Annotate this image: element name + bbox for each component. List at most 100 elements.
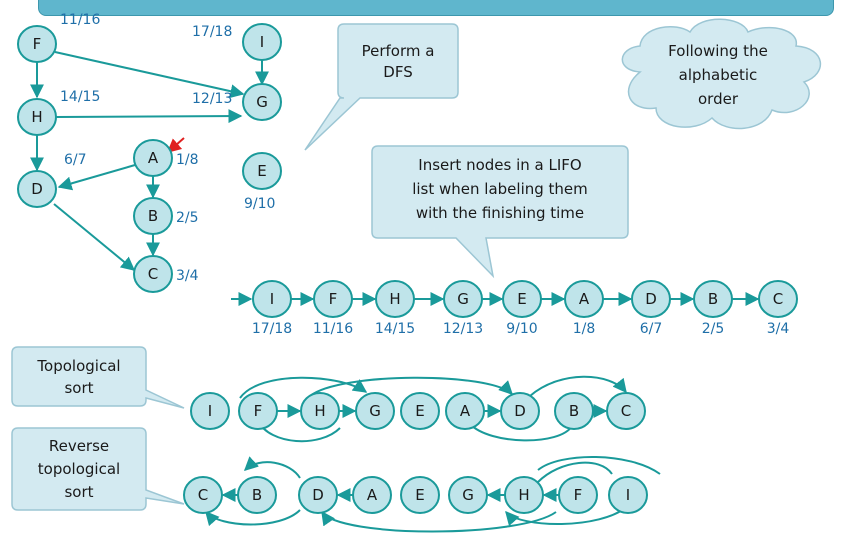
topo-node-a: A	[445, 392, 485, 430]
rev-node-h: H	[504, 476, 544, 514]
topo-node-c: C	[606, 392, 646, 430]
lifo-time-a: 1/8	[573, 321, 596, 337]
node-f: F	[17, 25, 57, 63]
lifo-node-label: I	[270, 290, 274, 308]
lifo-node-label: G	[457, 290, 469, 308]
callout-lifo-line1: Insert nodes in a LIFO	[418, 156, 581, 174]
node-e: E	[242, 152, 282, 190]
rev-node-label: A	[367, 486, 378, 504]
lifo-node-c: C	[758, 280, 798, 318]
node-d: D	[17, 170, 57, 208]
topo-node-b: B	[554, 392, 594, 430]
topo-node-i: I	[190, 392, 230, 430]
lifo-node-label: C	[773, 290, 783, 308]
lifo-time-f: 11/16	[313, 321, 353, 337]
callout-reverse: Reverse topological sort	[11, 427, 185, 511]
topo-node-label: E	[415, 402, 424, 420]
rev-node-b: B	[237, 476, 277, 514]
node-a-label: A	[148, 149, 159, 167]
rev-node-label: D	[312, 486, 324, 504]
topo-node-label: I	[208, 402, 212, 420]
callout-cloud-line3: order	[698, 90, 739, 108]
lifo-node-h: H	[375, 280, 415, 318]
lifo-node-label: B	[708, 290, 718, 308]
topo-node-label: F	[254, 402, 263, 420]
lifo-node-label: A	[579, 290, 590, 308]
rev-node-label: F	[574, 486, 583, 504]
edge-f-g	[54, 51, 245, 99]
topo-node-h: H	[300, 392, 340, 430]
callout-cloud-line1: Following the	[668, 42, 768, 60]
edge-h-g	[55, 109, 243, 124]
node-d-label: D	[31, 180, 43, 198]
lifo-node-label: D	[645, 290, 657, 308]
rev-node-d: D	[298, 476, 338, 514]
rev-node-a: A	[352, 476, 392, 514]
callout-cloud: Following the alphabetic order	[621, 18, 821, 130]
rev-edge-d-b	[243, 456, 301, 479]
lifo-node-e: E	[502, 280, 542, 318]
lifo-time-h: 14/15	[375, 321, 415, 337]
rev-edge-g-i	[537, 456, 661, 475]
lifo-time-c: 3/4	[767, 321, 790, 337]
node-f-time: 11/16	[60, 12, 100, 28]
node-e-label: E	[257, 162, 266, 180]
dfs-graph: F 11/16 I 17/18 G 12/13 H 14/15 A 1/8 D …	[17, 12, 282, 293]
topo-edge-h-d	[309, 376, 513, 397]
lifo-time-i: 17/18	[252, 321, 292, 337]
lifo-node-b: B	[693, 280, 733, 318]
lifo-time-d: 6/7	[640, 321, 663, 337]
rev-node-label: H	[518, 486, 529, 504]
topo-edge-a-b	[469, 423, 573, 442]
node-b-time: 2/5	[176, 210, 199, 226]
node-g: G	[242, 83, 282, 121]
callout-lifo: Insert nodes in a LIFO list when labelin…	[371, 145, 629, 279]
rev-edge-d-c	[205, 509, 301, 527]
node-b: B	[133, 197, 173, 235]
lifo-time-b: 2/5	[702, 321, 725, 337]
rev-edge-h-d	[321, 510, 557, 533]
node-c-time: 3/4	[176, 268, 199, 284]
node-g-label: G	[256, 93, 268, 111]
topo-node-g: G	[355, 392, 395, 430]
title-banner	[38, 0, 834, 16]
topo-node-e: E	[400, 392, 440, 430]
node-b-label: B	[148, 207, 158, 225]
rev-node-label: G	[462, 486, 474, 504]
topo-node-label: A	[460, 402, 471, 420]
topo-node-label: C	[621, 402, 631, 420]
callout-lifo-line3: with the finishing time	[416, 204, 584, 222]
rev-node-g: G	[448, 476, 488, 514]
callout-dfs: Perform a DFS	[304, 23, 459, 151]
topo-node-d: D	[500, 392, 540, 430]
rev-node-f: F	[558, 476, 598, 514]
callout-dfs-line2: DFS	[383, 63, 412, 81]
topo-node-label: B	[569, 402, 579, 420]
node-d-time: 6/7	[64, 152, 87, 168]
topo-edge-f-g	[239, 376, 368, 399]
topo-node-label: H	[314, 402, 325, 420]
topo-node-f: F	[238, 392, 278, 430]
rev-edge-f-g	[505, 505, 629, 527]
rev-node-label: E	[415, 486, 424, 504]
node-a: A	[133, 139, 173, 177]
node-i-time: 17/18	[192, 24, 232, 40]
lifo-node-a: A	[564, 280, 604, 318]
rev-node-label: I	[626, 486, 630, 504]
topo-node-label: D	[514, 402, 526, 420]
lifo-time-g: 12/13	[443, 321, 483, 337]
rev-node-c: C	[183, 476, 223, 514]
rev-edge-h-g	[537, 461, 613, 483]
lifo-node-i: I	[252, 280, 292, 318]
node-f-label: F	[33, 35, 42, 53]
node-a-time: 1/8	[176, 152, 199, 168]
lifo-node-label: E	[517, 290, 526, 308]
rev-node-label: B	[252, 486, 262, 504]
node-c-label: C	[148, 265, 158, 283]
node-h-time: 14/15	[60, 89, 100, 105]
node-i-label: I	[260, 33, 264, 51]
